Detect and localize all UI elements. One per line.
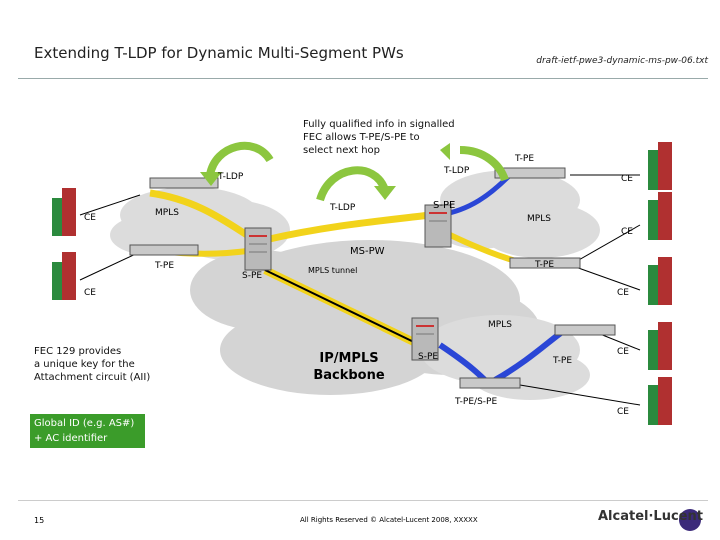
- tpe-label-top-right: T-PE: [515, 154, 535, 164]
- spe-label-top: S-PE: [433, 200, 456, 211]
- tpe-box-top-right: [494, 167, 566, 179]
- tldp-label-right: T-LDP: [444, 166, 470, 176]
- global-id-line-1: Global ID (e.g. AS#): [34, 418, 135, 429]
- fec-info-line-3: select next hop: [303, 145, 381, 156]
- building-icon-right-5: [648, 377, 672, 425]
- fec129-line-1: FEC 129 provides: [34, 346, 122, 357]
- tpe-box-left: [129, 244, 199, 256]
- ce-label-right-3: CE: [617, 288, 629, 298]
- building-icon-right-4: [648, 322, 672, 370]
- tpe-spe-box: [459, 377, 521, 389]
- spe-label-bottom: S-PE: [418, 352, 439, 362]
- fec-info-note: Fully qualified info in signalled FEC al…: [303, 118, 455, 157]
- ce-label-right-4: CE: [617, 347, 629, 357]
- spe-label-left: S-PE: [242, 271, 263, 281]
- spe-router-left: [244, 227, 272, 271]
- green-arrowhead-left: [200, 172, 222, 186]
- spe-router-bottom: [411, 317, 439, 361]
- mpls-label-right: MPLS: [527, 214, 551, 224]
- backbone-line-2: Backbone: [313, 368, 385, 383]
- page-number: 15: [34, 516, 45, 525]
- green-arrowhead-right: [440, 143, 450, 160]
- building-icon-left-2: [52, 252, 76, 300]
- fec129-line-2: a unique key for the: [34, 359, 135, 370]
- fec129-note: FEC 129 provides a unique key for the At…: [34, 345, 150, 384]
- title-rule: [18, 78, 708, 79]
- tpe-spe-label: T-PE/S-PE: [455, 397, 498, 407]
- green-arrow-center: [316, 166, 389, 202]
- tpe-box-mid-right: [509, 257, 581, 269]
- draft-reference: draft-ietf-pwe3-dynamic-ms-pw-06.txt: [536, 56, 708, 66]
- ce-label-right-2: CE: [621, 227, 633, 237]
- mpls-cloud-right: [435, 170, 600, 258]
- building-icon-right-2: [648, 192, 672, 240]
- fec-info-line-2: FEC allows T-PE/S-PE to: [303, 132, 420, 143]
- global-id-box: Global ID (e.g. AS#) + AC identifier: [30, 414, 145, 448]
- copyright: All Rights Reserved © Alcatel-Lucent 200…: [300, 516, 478, 524]
- ce-label-left-2: CE: [84, 288, 96, 298]
- backbone-line-1: IP/MPLS: [319, 351, 379, 366]
- fec-info-line-1: Fully qualified info in signalled: [303, 119, 455, 130]
- tpe-label-left: T-PE: [155, 261, 175, 271]
- mpls-label-bottom: MPLS: [488, 320, 512, 330]
- green-arrow-left: [206, 141, 274, 177]
- backbone-label: IP/MPLS Backbone: [304, 350, 394, 384]
- mpls-tunnel-core: [264, 269, 421, 346]
- tpe-label-mid-right: T-PE: [535, 260, 555, 270]
- spe-router-top: [424, 204, 452, 248]
- fec129-line-3: Attachment circuit (AII): [34, 372, 151, 383]
- building-icon-right-1: [648, 142, 672, 190]
- tpe-box-top-left: [149, 177, 219, 189]
- mpls-tunnel-label: MPLS tunnel: [308, 266, 358, 275]
- building-icon-left-1: [52, 188, 76, 236]
- green-arrowhead-center: [374, 186, 396, 200]
- footer-rule: [18, 500, 708, 501]
- tpe-box-bottom-right: [554, 324, 616, 336]
- ce-label-left-1: CE: [84, 213, 96, 223]
- company-logo-text: Alcatel·Lucent: [598, 509, 703, 524]
- mpls-label-left: MPLS: [155, 208, 179, 218]
- global-id-line-2: + AC identifier: [34, 433, 108, 444]
- ms-pw-label: MS-PW: [350, 246, 385, 257]
- pw-segment-2: [264, 211, 431, 244]
- alcatel-lucent-logo-icon: [679, 509, 701, 531]
- green-arrow-right: [459, 146, 509, 182]
- tldp-label-left: T-LDP: [218, 172, 244, 182]
- ce-label-right-1: CE: [621, 174, 633, 184]
- building-icon-right-3: [648, 257, 672, 305]
- ce-label-right-5: CE: [617, 407, 629, 417]
- page-title: Extending T-LDP for Dynamic Multi-Segmen…: [34, 44, 404, 62]
- tpe-label-bottom-right: T-PE: [553, 356, 573, 366]
- tldp-label-center: T-LDP: [330, 203, 356, 213]
